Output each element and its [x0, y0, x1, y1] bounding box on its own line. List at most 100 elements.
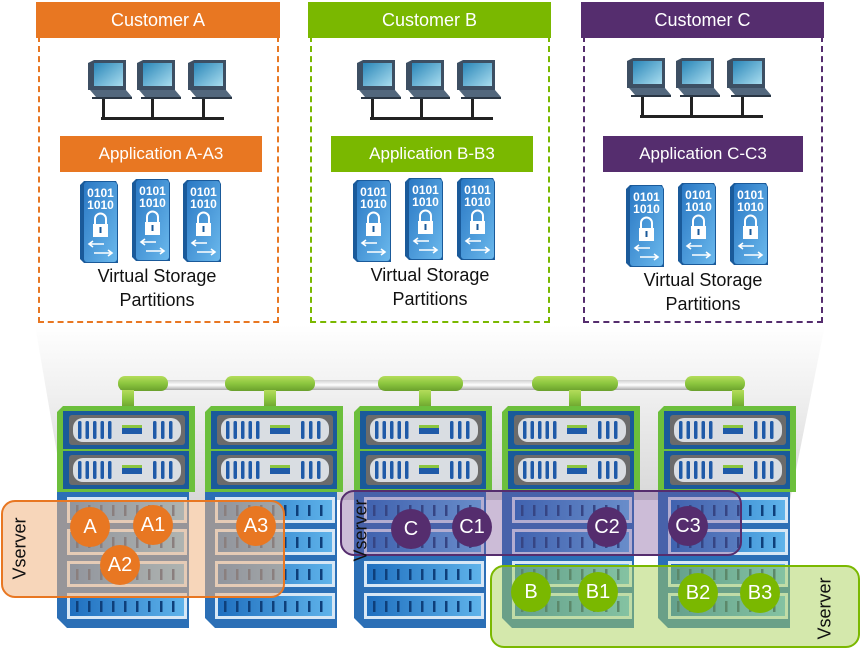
binary-text: 0101: [412, 183, 439, 197]
partitions-b-line2: Partitions: [392, 289, 468, 309]
binary-text: 0101: [464, 183, 491, 197]
transfer-arrows-icon: [190, 239, 217, 256]
lock-icon: [366, 211, 381, 236]
lock-icon: [93, 212, 108, 237]
binary-text: 0101: [737, 188, 764, 202]
volume-badge-b[interactable]: B: [511, 572, 551, 612]
storage-controller-icon: [664, 411, 790, 449]
customer-c-title: Customer C: [654, 9, 751, 30]
storage-controller-icon: [508, 451, 634, 489]
binary-text: 0101: [87, 186, 114, 200]
computer-icon: [676, 58, 720, 97]
vserver-b-label: Vserver: [814, 577, 835, 640]
binary-text: 1010: [360, 197, 387, 211]
storage-controller-icon: [211, 451, 337, 489]
binary-text: 1010: [87, 198, 114, 212]
volume-badge-c3[interactable]: C3: [668, 506, 708, 546]
customer-b-header: Customer B: [308, 2, 551, 38]
transfer-arrows-icon: [633, 244, 660, 261]
vserver-b-region[interactable]: [490, 565, 860, 648]
application-a-bar: Application A-A3: [60, 136, 262, 172]
transfer-arrows-icon: [360, 239, 387, 256]
storage-controller-icon: [63, 451, 189, 489]
binary-text: 1010: [737, 200, 764, 214]
lock-icon: [418, 209, 433, 234]
computer-icon: [357, 60, 401, 99]
volume-badge-a3[interactable]: A3: [236, 506, 276, 546]
binary-text: 1010: [190, 197, 217, 211]
computer-icon: [727, 58, 771, 97]
application-b-bar: Application B-B3: [331, 136, 533, 172]
vserver-a-label: Vserver: [9, 517, 30, 580]
volume-badge-c2[interactable]: C2: [587, 507, 627, 547]
binary-text: 1010: [139, 196, 166, 210]
application-c-bar: Application C-C3: [603, 136, 803, 172]
partitions-a-line2: Partitions: [119, 290, 195, 310]
storage-controller-icon: [664, 451, 790, 489]
lock-icon: [470, 209, 485, 234]
computer-icon: [188, 60, 232, 99]
volume-badge-c1[interactable]: C1: [452, 507, 492, 547]
computer-icon: [137, 60, 181, 99]
disk-shelf-icon: [364, 561, 484, 587]
binary-text: 0101: [139, 184, 166, 198]
volume-badge-b2[interactable]: B2: [678, 573, 718, 613]
client-network: [88, 60, 232, 120]
storage-controller-icon: [508, 411, 634, 449]
client-network: [357, 60, 501, 120]
volume-badge-a2[interactable]: A2: [100, 545, 140, 585]
lock-icon: [691, 214, 706, 239]
storage-controller-icon: [63, 411, 189, 449]
transfer-arrows-icon: [87, 240, 114, 257]
volume-badge-b1[interactable]: B1: [578, 572, 618, 612]
application-c-label: Application C-C3: [639, 144, 767, 163]
cluster-node-3: [354, 406, 492, 628]
transfer-arrows-icon: [412, 237, 439, 254]
customer-b-panel: [310, 36, 550, 323]
disk-shelf-icon: [364, 593, 484, 619]
binary-text: 1010: [685, 200, 712, 214]
binary-text: 1010: [633, 202, 660, 216]
client-network: [627, 58, 771, 118]
storage-controller-icon: [360, 451, 486, 489]
storage-controller-icon: [360, 411, 486, 449]
transfer-arrows-icon: [685, 242, 712, 259]
vserver-c-label: Vserver: [350, 499, 371, 562]
computer-icon: [406, 60, 450, 99]
volume-badge-a1[interactable]: A1: [133, 505, 173, 545]
binary-text: 0101: [190, 185, 217, 199]
cluster-interconnect: [118, 376, 745, 408]
storage-controller-icon: [211, 411, 337, 449]
partitions-a-line1: Virtual Storage: [97, 266, 217, 286]
volume-badge-c[interactable]: C: [391, 509, 431, 549]
customer-a-header: Customer A: [36, 2, 280, 38]
volume-badge-a[interactable]: A: [70, 507, 110, 547]
volume-badge-b3[interactable]: B3: [740, 573, 780, 613]
computer-icon: [627, 58, 671, 97]
application-b-label: Application B-B3: [369, 144, 495, 163]
lock-icon: [145, 210, 160, 235]
customer-b-title: Customer B: [381, 9, 478, 30]
transfer-arrows-icon: [737, 242, 764, 259]
binary-text: 0101: [360, 185, 387, 199]
binary-text: 0101: [685, 188, 712, 202]
customer-c-panel: [583, 36, 823, 323]
customer-a-title: Customer A: [110, 9, 206, 30]
partitions-c-line2: Partitions: [665, 294, 741, 314]
transfer-arrows-icon: [464, 237, 491, 254]
computer-icon: [88, 60, 132, 99]
customer-c-header: Customer C: [581, 2, 824, 38]
